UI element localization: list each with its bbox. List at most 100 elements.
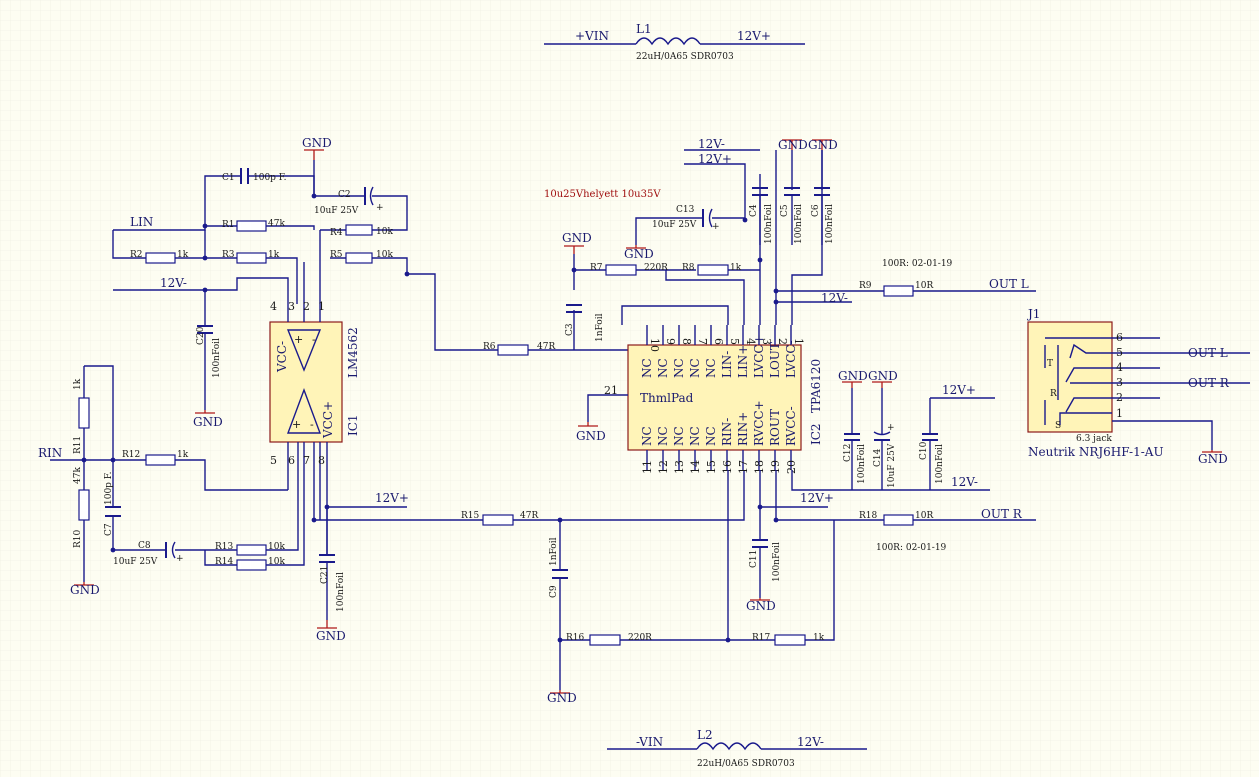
svg-text:GND: GND bbox=[193, 415, 223, 429]
gnd-symbol-c3: GND bbox=[562, 231, 592, 254]
gnd-symbol-c11: GND bbox=[746, 598, 776, 613]
net-label-lin: LIN bbox=[130, 215, 153, 229]
resistor-r18[interactable]: R18 10R bbox=[859, 511, 933, 526]
net-label-12v-pos-bot: 12V+ bbox=[800, 491, 834, 505]
resistor-r15[interactable]: R15 47R bbox=[461, 511, 538, 526]
svg-text:R16: R16 bbox=[566, 633, 585, 643]
ic2-top-pin-name: NC bbox=[704, 358, 718, 378]
svg-text:C10: C10 bbox=[919, 441, 929, 460]
svg-text:R17: R17 bbox=[752, 633, 771, 643]
ic2-bottom-pin-number: 13 bbox=[673, 460, 686, 474]
capacitor-c8[interactable]: + C8 10uF 25V bbox=[113, 541, 184, 567]
capacitor-c20[interactable]: C20 100nFoil bbox=[196, 325, 222, 378]
resistor-r11[interactable]: R11 1k bbox=[73, 378, 90, 454]
resistor-r14[interactable]: R14 10k bbox=[215, 557, 285, 571]
resistor-r3[interactable]: R3 1k bbox=[222, 250, 280, 264]
svg-text:47R: 47R bbox=[520, 511, 538, 521]
svg-text:GND: GND bbox=[316, 629, 346, 643]
svg-text:R18: R18 bbox=[859, 511, 878, 521]
resistor-r12[interactable]: R12 1k bbox=[122, 450, 189, 466]
resistor-r4[interactable]: R4 10k bbox=[330, 224, 393, 238]
svg-text:1k: 1k bbox=[813, 633, 825, 643]
resistor-r1[interactable]: R1 47k bbox=[222, 219, 285, 232]
capacitor-c11[interactable]: C11 100nFoil bbox=[749, 539, 782, 582]
svg-text:GND: GND bbox=[302, 136, 332, 150]
net-label-12v-pos-l1: 12V+ bbox=[737, 29, 771, 43]
gnd-symbol-c12: GND bbox=[838, 369, 868, 388]
capacitor-c9[interactable]: C9 1nFoil bbox=[549, 537, 568, 598]
svg-text:10k: 10k bbox=[268, 542, 285, 552]
gnd-symbol-c13: GND bbox=[624, 245, 654, 261]
resistor-r2[interactable]: R2 1k bbox=[130, 250, 189, 264]
svg-text:R1: R1 bbox=[222, 220, 235, 230]
ic2-top-pin-name: LVCC+ bbox=[752, 334, 766, 378]
svg-text:47R: 47R bbox=[537, 342, 555, 352]
resistor-r7[interactable]: R7 220R bbox=[590, 263, 668, 276]
capacitor-c7[interactable]: C7 100p F. bbox=[104, 471, 121, 536]
resistor-r17[interactable]: R17 1k bbox=[752, 633, 825, 646]
svg-text:R11: R11 bbox=[73, 436, 83, 454]
svg-text:GND: GND bbox=[576, 429, 606, 443]
inductor-l1[interactable]: +VIN L1 12V+ 22uH/0A65 SDR0703 bbox=[544, 22, 805, 62]
ic2-top-pin-number: 7 bbox=[696, 338, 709, 345]
svg-text:C11: C11 bbox=[749, 550, 759, 568]
inductor-l2[interactable]: -VIN L2 12V- 22uH/0A65 SDR0703 bbox=[607, 728, 867, 769]
ic2-tpa6120[interactable]: ThmlPad TPA6120 IC2 21 bbox=[587, 344, 823, 451]
ic2-part: TPA6120 bbox=[809, 359, 823, 413]
ic1-lm4562[interactable]: + - + - VCC- VCC+ LM4562 IC1 4 3 2 1 5 6… bbox=[269, 262, 360, 555]
gnd-symbol-jack: GND bbox=[1198, 450, 1228, 466]
capacitor-c1[interactable]: C1 100p F. bbox=[222, 168, 287, 184]
svg-text:C5: C5 bbox=[780, 204, 790, 217]
capacitor-c14[interactable]: + C14 10uF 25V bbox=[873, 423, 897, 488]
svg-text:R10: R10 bbox=[73, 529, 83, 548]
capacitor-c21[interactable]: C21 100nFoil bbox=[319, 554, 346, 612]
ic2-top-pin-group: 10NC9NC8NC7NC6NC5LIN-4LIN+3LVCC+2LOUT1LV… bbox=[640, 325, 805, 378]
resistor-r5[interactable]: R5 10k bbox=[330, 250, 393, 264]
svg-text:GND: GND bbox=[547, 691, 577, 705]
svg-text:R13: R13 bbox=[215, 542, 234, 552]
inductor-l1-ref: L1 bbox=[636, 22, 652, 36]
capacitor-c5[interactable]: C5 100nFoil bbox=[780, 187, 804, 244]
ic2-bottom-pin-name: ROUT bbox=[768, 409, 782, 446]
net-label-12v-pos-ic1: 12V+ bbox=[375, 491, 409, 505]
ic2-bottom-pin-number: 20 bbox=[785, 460, 798, 474]
ic1-pin-4: 4 bbox=[270, 300, 277, 313]
capacitor-c10[interactable]: C10 100nFoil bbox=[919, 433, 945, 484]
inductor-l2-ref: L2 bbox=[697, 728, 713, 742]
net-label-12v-neg-ic1: 12V- bbox=[160, 276, 187, 290]
svg-text:R: R bbox=[1050, 389, 1057, 399]
capacitor-c2[interactable]: + C2 10uF 25V bbox=[314, 186, 384, 216]
resistor-r6[interactable]: R6 47R bbox=[483, 342, 555, 356]
resistor-r8[interactable]: R8 1k bbox=[682, 263, 742, 276]
ic2-bottom-pin-name: NC bbox=[672, 426, 686, 446]
ic2-top-pin-number: 4 bbox=[744, 338, 757, 345]
svg-text:S: S bbox=[1055, 421, 1061, 431]
ic1-pin-3: 3 bbox=[288, 300, 295, 313]
capacitor-c4[interactable]: C4 100nFoil bbox=[749, 187, 774, 244]
svg-text:+: + bbox=[294, 333, 303, 346]
svg-text:R7: R7 bbox=[590, 263, 603, 273]
svg-text:10uF 25V: 10uF 25V bbox=[314, 206, 359, 216]
svg-text:R9: R9 bbox=[859, 281, 872, 291]
net-label-12v-pos-top: 12V+ bbox=[698, 152, 732, 166]
capacitor-c13[interactable]: + C13 10uF 25V bbox=[652, 205, 720, 232]
resistor-r16[interactable]: R16 220R bbox=[566, 633, 652, 646]
resistor-r9[interactable]: R9 10R bbox=[859, 281, 933, 297]
svg-text:47k: 47k bbox=[268, 219, 285, 229]
gnd-symbol-c20: GND bbox=[193, 410, 223, 429]
resistor-r13[interactable]: R13 10k bbox=[215, 542, 285, 556]
net-label-rin: RIN bbox=[38, 446, 62, 460]
capacitor-c6[interactable]: C6 100nFoil bbox=[811, 187, 835, 244]
capacitor-c3[interactable]: C3 1nFoil bbox=[565, 304, 605, 342]
svg-text:100p F.: 100p F. bbox=[104, 471, 114, 505]
gnd-symbol-c9: GND bbox=[547, 690, 577, 705]
svg-text:C21: C21 bbox=[320, 566, 330, 584]
capacitor-c12[interactable]: C12 100nFoil bbox=[843, 433, 867, 484]
jack-j1[interactable]: T R S J1 6.3 jack Neutrik NRJ6HF-1-AU 6 … bbox=[1026, 307, 1250, 459]
resistor-r10[interactable]: R10 47k bbox=[73, 467, 90, 548]
svg-text:2: 2 bbox=[1116, 391, 1123, 404]
net-label-vin-neg: -VIN bbox=[636, 735, 663, 749]
ic2-bottom-pin-number: 11 bbox=[641, 460, 654, 474]
ic2-bottom-pin-number: 12 bbox=[657, 460, 670, 474]
